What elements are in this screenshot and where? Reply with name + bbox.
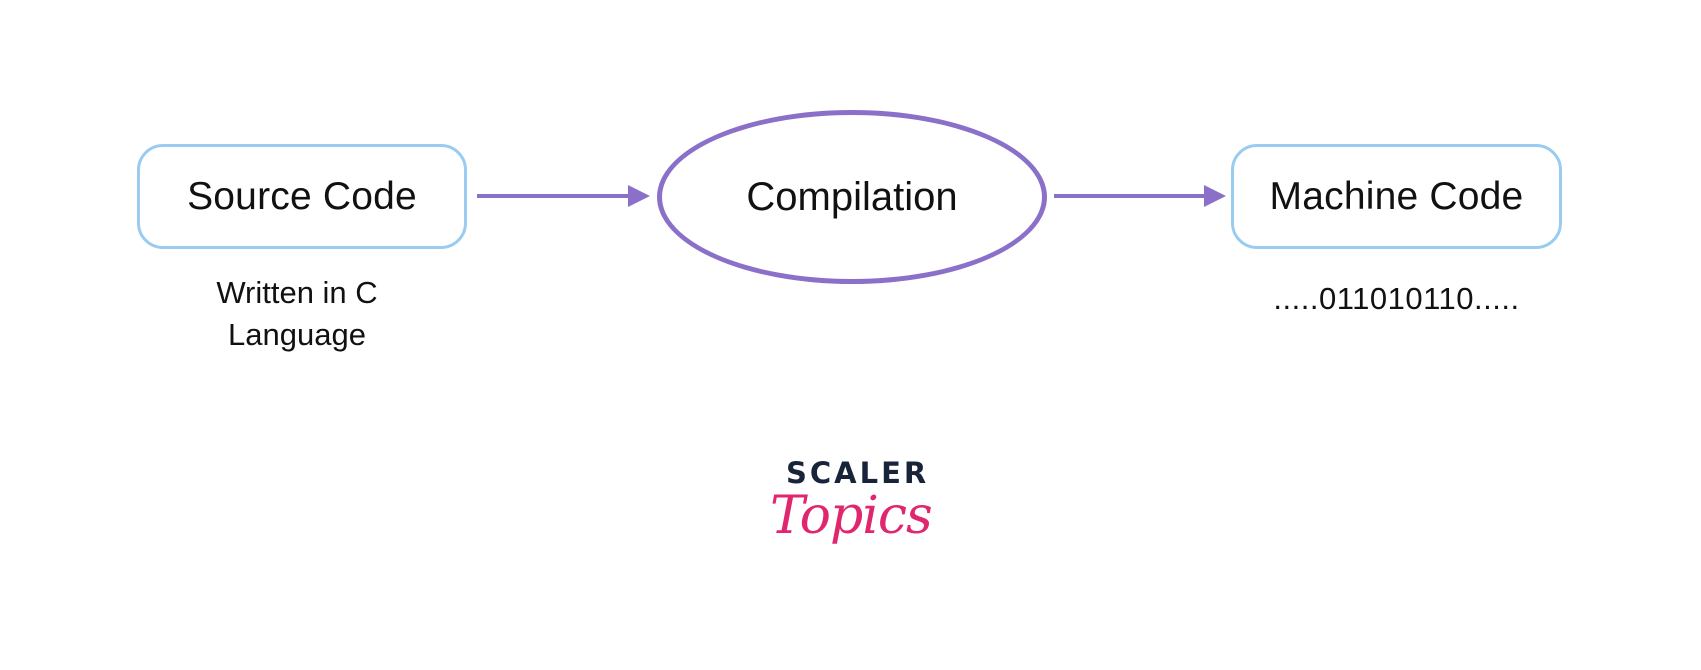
source-code-label: Source Code [187, 174, 417, 218]
arrow-shaft [1054, 194, 1205, 198]
scaler-topics-logo: SCALER Topics [770, 452, 933, 582]
source-note-line-1: Written in C [216, 275, 378, 310]
source-code-node: Source Code [137, 144, 467, 249]
compilation-label: Compilation [746, 174, 958, 219]
logo-scaler-text: SCALER [786, 456, 930, 490]
machine-code-label: Machine Code [1269, 174, 1524, 218]
machine-code-note: .....011010110..... [1273, 281, 1520, 316]
compilation-node: Compilation [657, 110, 1047, 284]
source-note-line-2: Language [228, 317, 366, 352]
machine-code-node: Machine Code [1231, 144, 1562, 249]
logo-topics-text: Topics [770, 486, 933, 546]
arrow-shaft [477, 194, 629, 198]
source-code-note: Written in C Language [152, 272, 442, 356]
arrow-head-icon [628, 185, 650, 207]
arrow-head-icon [1204, 185, 1226, 207]
